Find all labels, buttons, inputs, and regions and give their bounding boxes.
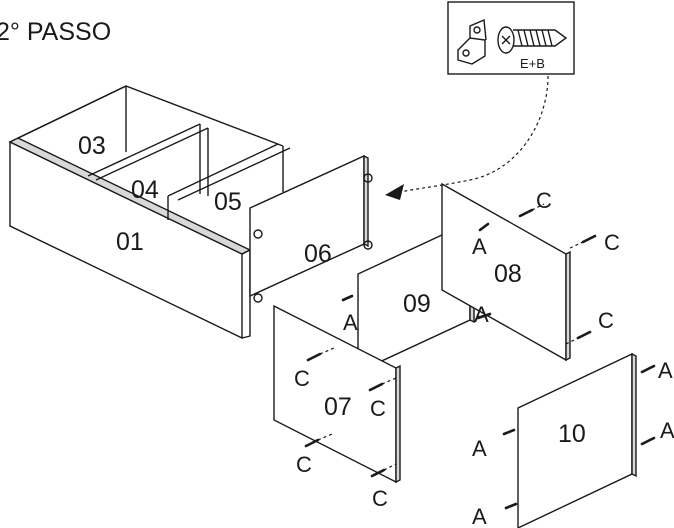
panel-label-05: 05 bbox=[214, 188, 242, 216]
fastener-label: A bbox=[343, 310, 358, 335]
panel-label-03: 03 bbox=[78, 132, 106, 160]
panel-label-08: 08 bbox=[494, 260, 522, 288]
fastener-label: C bbox=[296, 452, 312, 477]
screw-icon bbox=[497, 26, 568, 54]
hardware-legend: E+B bbox=[447, 1, 575, 75]
hinge-icon bbox=[253, 293, 263, 303]
panel-label-04: 04 bbox=[131, 176, 159, 204]
fastener-label: A bbox=[472, 504, 487, 528]
fastener-screws bbox=[304, 203, 656, 510]
panel-label-06: 06 bbox=[304, 240, 332, 268]
panel-08 bbox=[441, 182, 571, 362]
legend-pointer-arrowhead bbox=[385, 184, 404, 200]
carcass bbox=[8, 85, 291, 340]
fastener-label: C bbox=[598, 308, 614, 333]
panel-label-01: 01 bbox=[116, 228, 144, 256]
panel-10 bbox=[517, 352, 637, 528]
hinge-icon bbox=[363, 173, 373, 183]
panel-label-07: 07 bbox=[324, 393, 352, 421]
step-title: 2° PASSO bbox=[0, 18, 111, 46]
hinge-icon bbox=[363, 240, 373, 250]
fastener-label: C bbox=[604, 230, 620, 255]
hardware-legend-code: E+B bbox=[520, 56, 545, 71]
hinge-icon bbox=[253, 229, 263, 239]
fastener-label: C bbox=[294, 366, 310, 391]
fastener-label: C bbox=[536, 188, 552, 213]
fastener-label: C bbox=[372, 486, 388, 511]
fastener-label: A bbox=[658, 358, 673, 383]
panel-06 bbox=[249, 154, 373, 303]
panel-label-09: 09 bbox=[403, 290, 431, 318]
hardware-legend-frame bbox=[447, 1, 575, 75]
fastener-label: C bbox=[370, 396, 386, 421]
panel-07 bbox=[273, 304, 401, 484]
panel-label-10: 10 bbox=[558, 420, 586, 448]
legend-pointer-dotted-line bbox=[399, 75, 549, 193]
fastener-label: A bbox=[660, 418, 674, 443]
fastener-label: A bbox=[472, 436, 487, 461]
fastener-label: A bbox=[472, 234, 487, 259]
fastener-label: A bbox=[474, 302, 489, 327]
corner-bracket-icon bbox=[457, 18, 487, 65]
